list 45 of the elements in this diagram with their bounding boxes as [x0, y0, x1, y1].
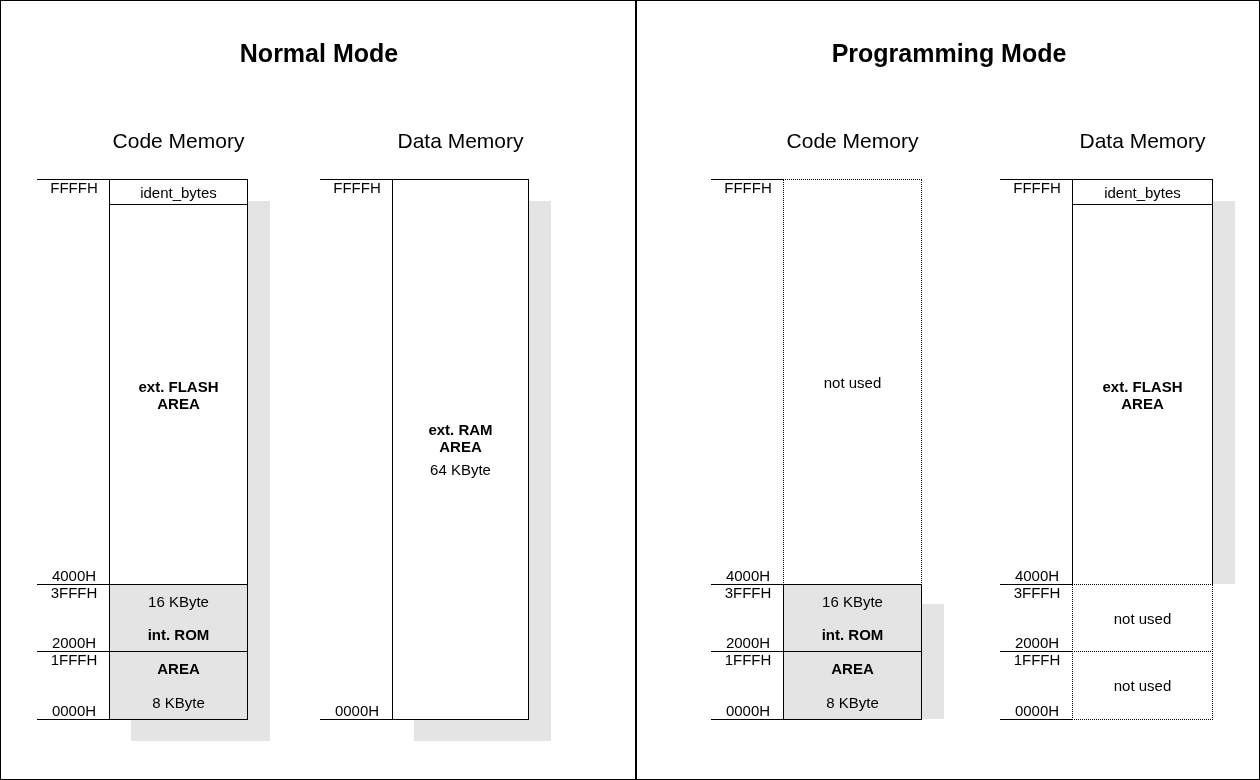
block-label: ident_bytes: [1104, 183, 1181, 201]
address-label: 2000H: [711, 635, 783, 652]
address-label: 3FFFH: [1000, 584, 1072, 601]
block-label: int. ROM: [147, 626, 210, 643]
address-label: 1FFFH: [711, 651, 783, 668]
address-label: FFFFH: [37, 179, 109, 196]
block-label: int. ROM: [821, 626, 884, 643]
address-label: FFFFH: [1000, 179, 1072, 196]
panel-title: Programming Mode: [831, 39, 1067, 68]
block-label: 8 KByte: [152, 693, 205, 711]
address-label: 2000H: [37, 635, 109, 652]
address-label: 1FFFH: [37, 651, 109, 668]
address-label: 0000H: [320, 703, 392, 720]
address-label: 0000H: [711, 703, 783, 720]
block-label: 16 KByte: [822, 593, 883, 610]
block-label: not used: [1113, 677, 1172, 694]
address-label: 3FFFH: [37, 584, 109, 601]
column-heading: Code Memory: [786, 129, 919, 153]
address-label: FFFFH: [711, 179, 783, 196]
block-label: not used: [823, 373, 882, 391]
column-heading: Data Memory: [397, 129, 524, 153]
block-label: ext. FLASH AREA: [137, 377, 220, 412]
address-label: 4000H: [1000, 568, 1072, 585]
block-label: AREA: [831, 660, 874, 678]
block-label: not used: [1113, 609, 1172, 627]
block-label: 8 KByte: [826, 693, 879, 711]
address-label: 2000H: [1000, 635, 1072, 652]
address-label: 1FFFH: [1000, 651, 1072, 668]
block-label: ext. RAM AREA: [427, 421, 494, 455]
block-label: 16 KByte: [148, 593, 209, 610]
column-heading: Data Memory: [1079, 129, 1206, 153]
block-label: AREA: [157, 660, 200, 678]
address-label: FFFFH: [320, 179, 392, 196]
mode-panel: [0, 0, 636, 780]
panel-title: Normal Mode: [239, 39, 399, 68]
block-label: ident_bytes: [140, 183, 217, 201]
address-label: 4000H: [711, 568, 783, 585]
address-label: 3FFFH: [711, 584, 783, 601]
address-label: 0000H: [37, 703, 109, 720]
block-label: ext. FLASH AREA: [1101, 377, 1184, 412]
mode-panel: [636, 0, 1260, 780]
address-label: 0000H: [1000, 703, 1072, 720]
block-label: 64 KByte: [430, 461, 491, 478]
column-heading: Code Memory: [112, 129, 245, 153]
address-label: 4000H: [37, 568, 109, 585]
